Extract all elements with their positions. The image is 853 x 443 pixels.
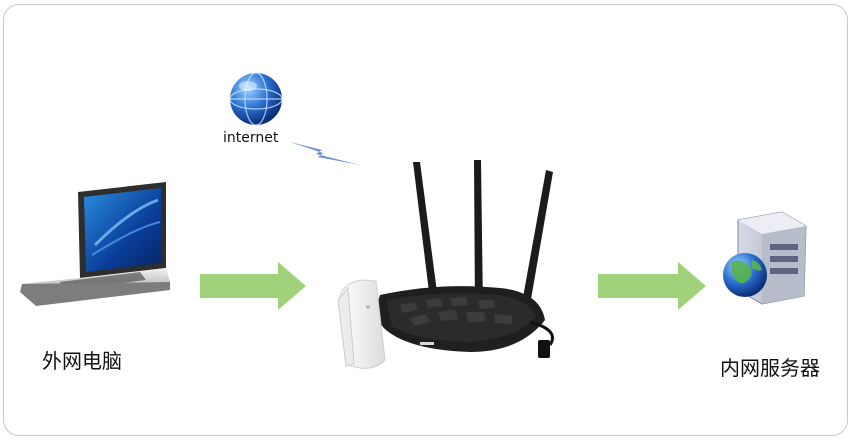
internet-label: internet: [223, 130, 279, 146]
internal-server-label: 内网服务器: [720, 356, 820, 380]
arrow-icon: [598, 262, 706, 310]
laptop-icon: [20, 182, 170, 306]
globe-icon: [229, 72, 283, 126]
arrow-icon: [200, 262, 306, 310]
range-extender-icon: [337, 279, 386, 369]
external-pc-label: 外网电脑: [42, 349, 122, 373]
server-icon: [723, 211, 807, 305]
router-icon: [377, 160, 554, 358]
lightning-icon: [290, 142, 360, 165]
